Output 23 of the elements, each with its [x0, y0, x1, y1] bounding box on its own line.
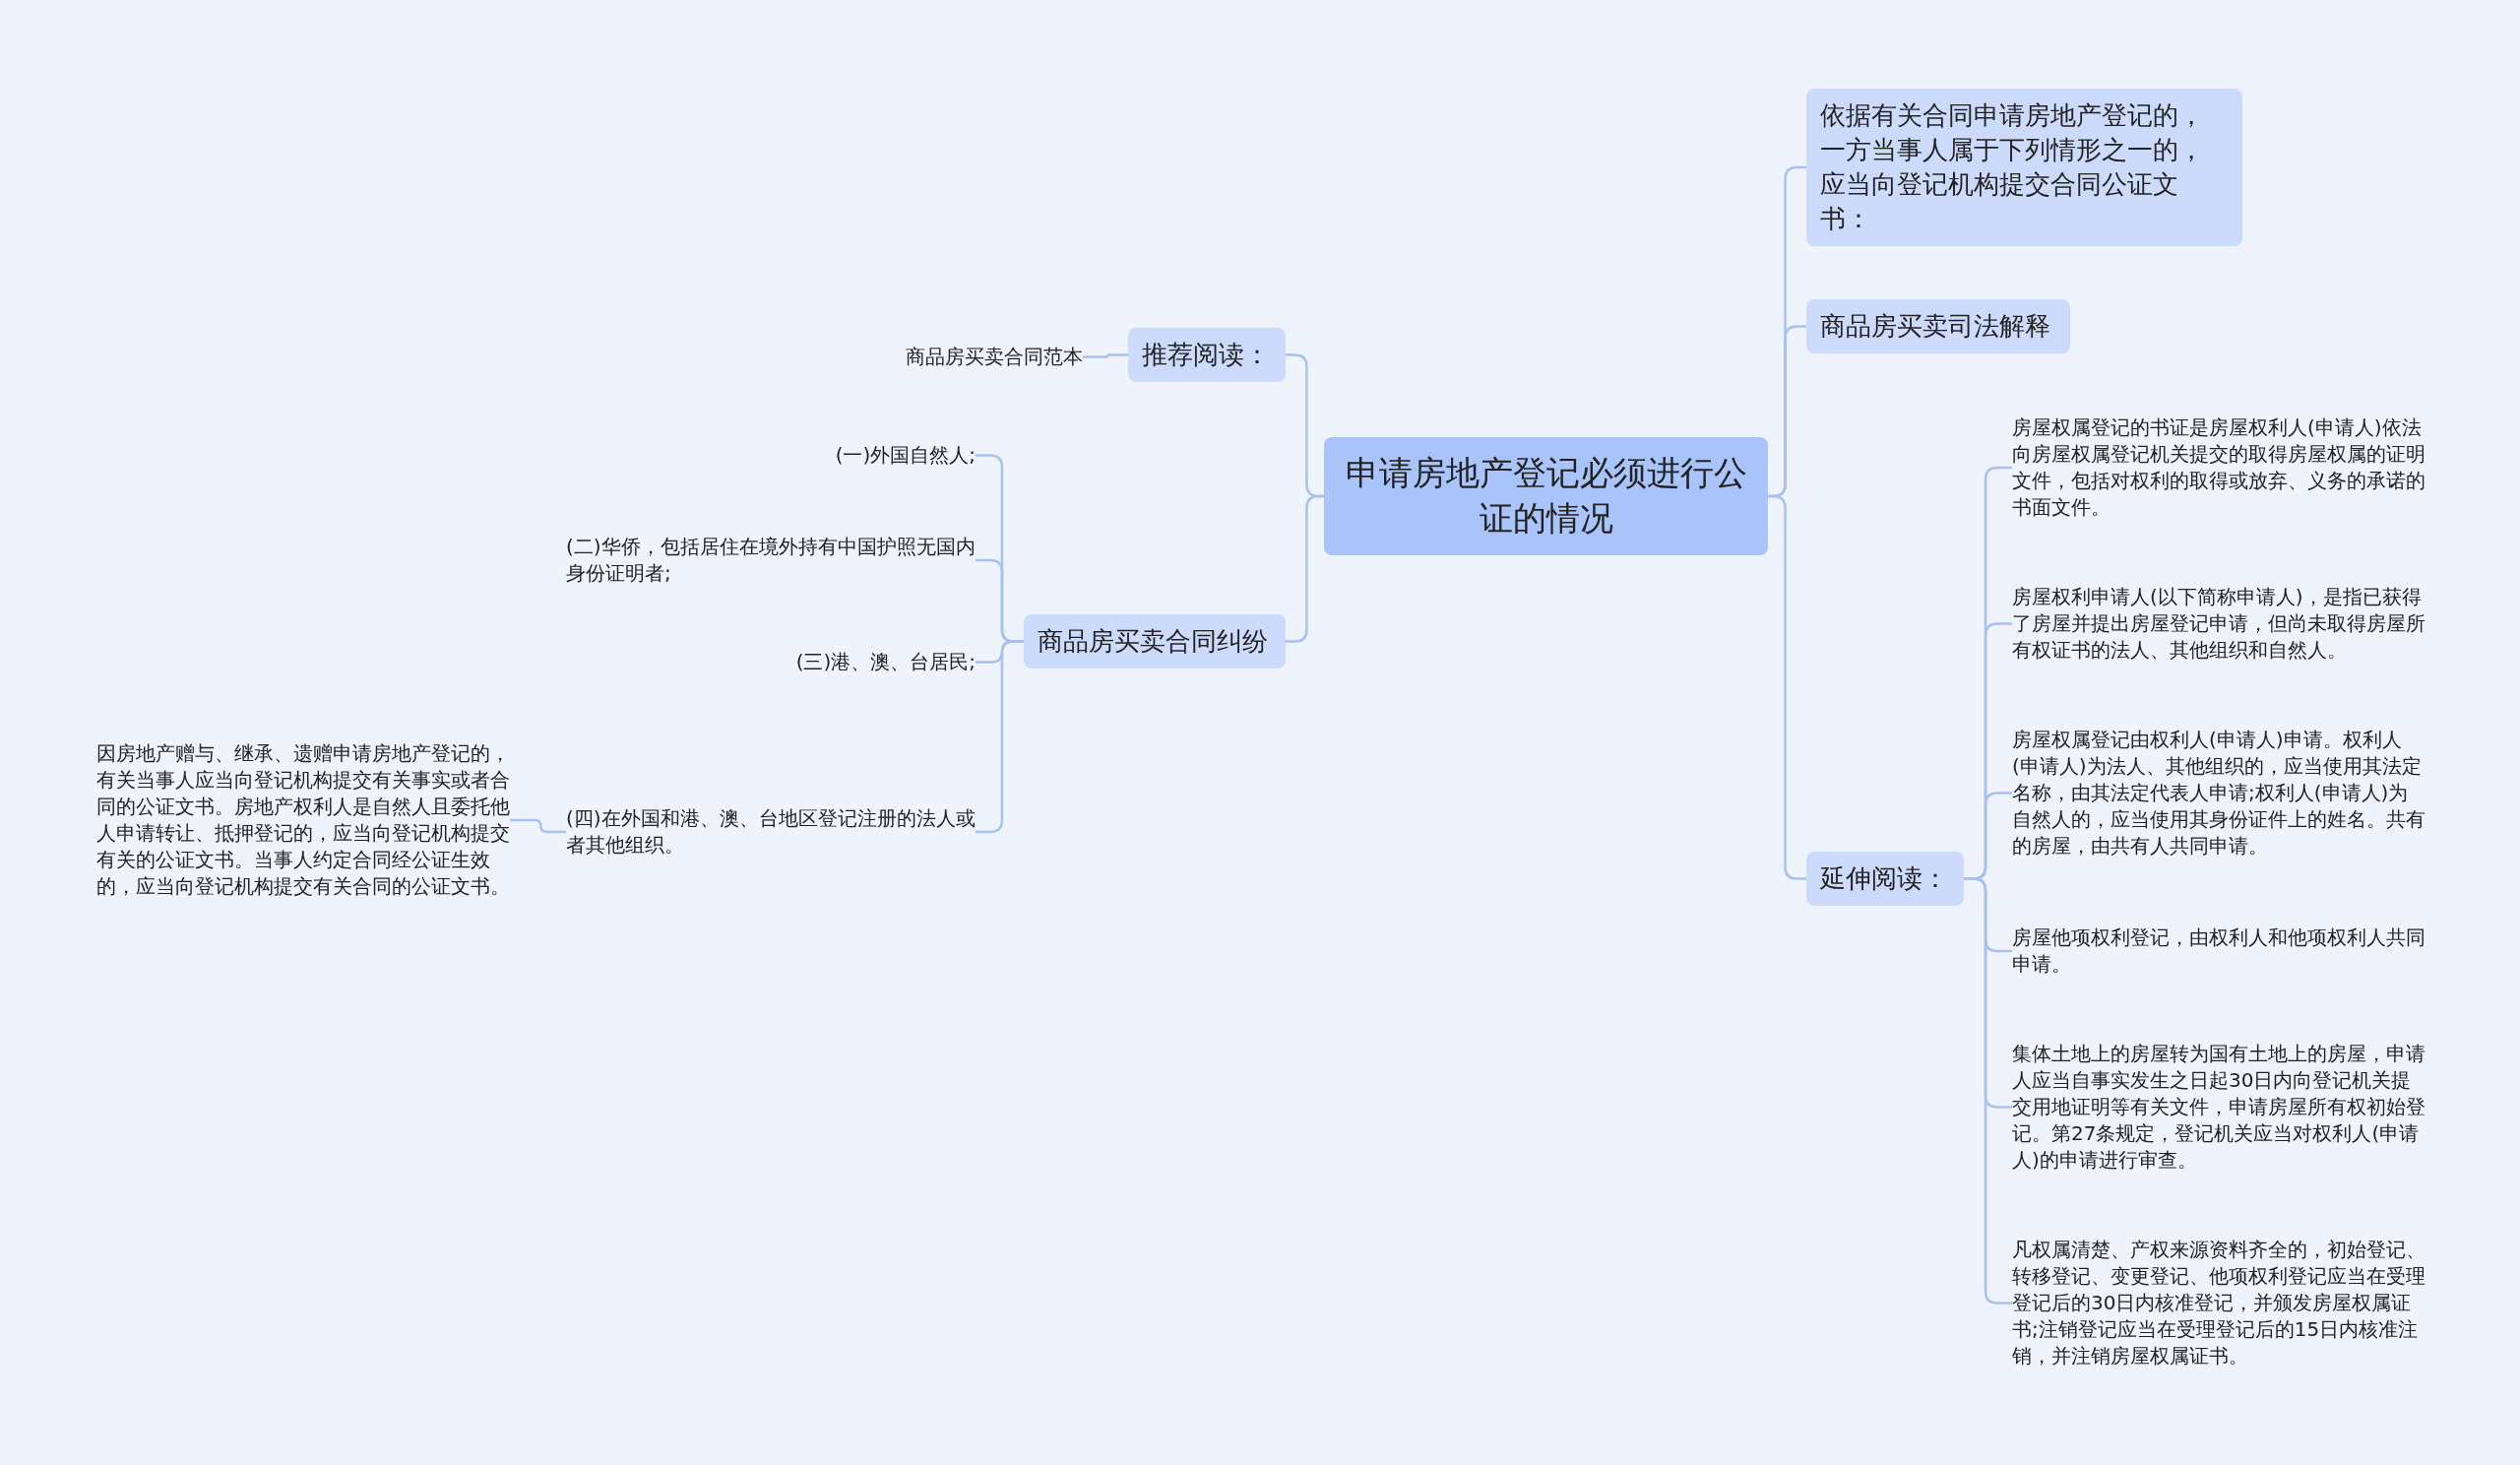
central-topic: 申请房地产登记必须进行公证的情况	[1324, 437, 1768, 555]
connector-line	[510, 818, 566, 834]
topic-box: 依据有关合同申请房地产登记的，一方当事人属于下列情形之一的，应当向登记机构提交合同公证文书：	[1806, 89, 2242, 247]
topic-text: (一)外国自然人;	[748, 442, 976, 469]
connector-line	[1964, 877, 2012, 1305]
topic-box: 延伸阅读：	[1806, 852, 1964, 907]
topic-text: 商品房买卖合同范本	[866, 344, 1083, 370]
topic-text: 因房地产赠与、继承、遗赠申请房地产登记的，有关当事人应当向登记机构提交有关事实或者合同的公证文书。房地产权利人是自然人且委托他人申请转让、抵押登记的，应当向登记机构提交有关的公证文书。当事人约定合同经公证生效的，应当向登记机构提交有关合同的公证文书。	[96, 740, 510, 900]
topic-text: (三)港、澳、台居民;	[689, 649, 976, 675]
topic-box: 商品房买卖司法解释	[1806, 299, 2070, 354]
topic-text: 房屋他项权利登记，由权利人和他项权利人共同申请。	[2012, 924, 2426, 978]
topic-box: 推荐阅读：	[1128, 328, 1286, 383]
topic-text: 房屋权利申请人(以下简称申请人)，是指已获得了房屋并提出房屋登记申请，但尚未取得房屋所有权证书的法人、其他组织和自然人。	[2012, 584, 2426, 664]
topic-box: 商品房买卖合同纠纷	[1024, 614, 1286, 669]
topic-text: 集体土地上的房屋转为国有土地上的房屋，申请人应当自事实发生之日起30日内向登记机关提交用地证明等有关文件，申请房屋所有权初始登记。第27条规定，登记机关应当对权利人(申请人)的申请进行审查。	[2012, 1041, 2426, 1174]
topic-text: 房屋权属登记由权利人(申请人)申请。权利人(申请人)为法人、其他组织的，应当使用其法定名称，由其法定代表人申请;权利人(申请人)为自然人的，应当使用其身份证件上的姓名。共有的房屋，由共有人共同申请。	[2012, 727, 2426, 860]
topic-text: (二)华侨，包括居住在境外持有中国护照无国内身份证明者;	[566, 534, 976, 587]
topic-text: 房屋权属登记的书证是房屋权利人(申请人)依法向房屋权属登记机关提交的取得房屋权属的证明文件，包括对权利的取得或放弃、义务的承诺的书面文件。	[2012, 414, 2426, 521]
connector-line	[1083, 353, 1128, 358]
topic-text: (四)在外国和港、澳、台地区登记注册的法人或者其他组织。	[566, 805, 976, 859]
topic-text: 凡权属清楚、产权来源资料齐全的，初始登记、转移登记、变更登记、他项权利登记应当在受理登记后的30日内核准登记，并颁发房屋权属证书;注销登记应当在受理登记后的15日内核准注销，并注销房屋权属证书。	[2012, 1237, 2426, 1369]
connector-line	[1768, 494, 1806, 880]
connector-line	[1286, 494, 1324, 643]
